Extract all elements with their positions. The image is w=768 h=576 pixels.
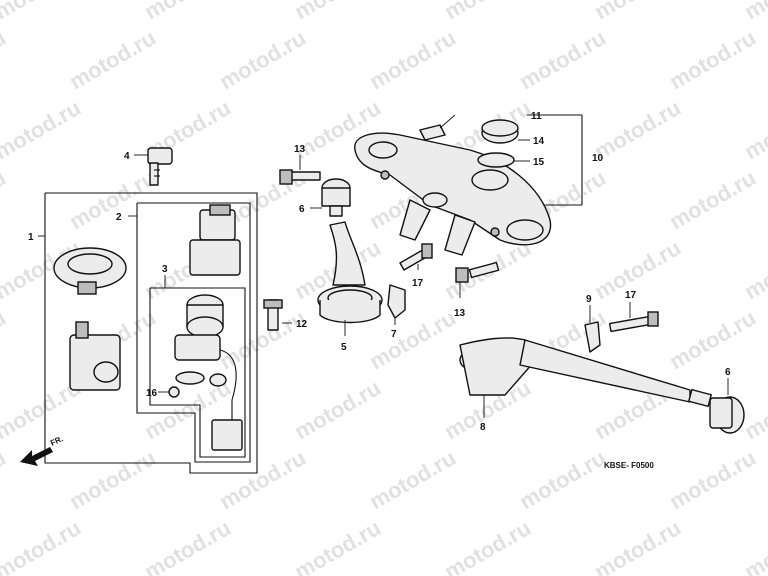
lock-cylinder — [174, 294, 243, 451]
callout-6-upper: 6 — [299, 204, 305, 215]
watermark-text: motod.ru — [590, 0, 685, 24]
watermark-text: motod.ru — [0, 515, 85, 576]
washer-15 — [477, 152, 515, 168]
assembly-box-2 — [136, 202, 251, 463]
watermark-text: motod.ru — [665, 165, 760, 234]
watermark-text: motod.ru — [590, 235, 685, 304]
assembly-box-1 — [44, 192, 258, 474]
callout-16: 16 — [146, 388, 158, 399]
bracket-9 — [584, 321, 601, 353]
callout-8: 8 — [480, 422, 486, 433]
top-bridge — [354, 132, 552, 256]
watermark-text: motod.ru — [0, 0, 85, 24]
watermark-text: motod.ru — [365, 25, 460, 94]
callout-10: 10 — [592, 153, 604, 164]
bolt-16 — [168, 386, 180, 398]
assembly-box-3 — [149, 287, 246, 458]
diagram-code: KBSE- F0500 — [604, 461, 654, 470]
callout-6-right: 6 — [725, 367, 731, 378]
watermark-text: motod.ru — [290, 515, 385, 576]
watermark-text: motod.ru — [65, 445, 160, 514]
bolt-13-lower — [455, 261, 500, 283]
watermark-text: motod.ru — [590, 95, 685, 164]
callout-3: 3 — [162, 264, 168, 275]
left-handlebar — [317, 221, 383, 324]
watermark-text: motod.ru — [215, 25, 310, 94]
watermark-text: motod.ru — [0, 25, 10, 94]
watermark-text: motod.ru — [65, 165, 160, 234]
callout-15: 15 — [533, 157, 545, 168]
ignition-switch — [189, 204, 241, 276]
right-handlebar — [459, 337, 691, 403]
watermark-text: motod.ru — [665, 445, 760, 514]
watermark-text: motod.ru — [0, 165, 10, 234]
callout-17-right: 17 — [625, 290, 637, 301]
bar-end-upper — [321, 178, 351, 217]
callout-7: 7 — [391, 329, 397, 340]
callout-13-lower: 13 — [454, 308, 466, 319]
watermark-text: motod.ru — [290, 0, 385, 24]
callout-12: 12 — [296, 319, 308, 330]
bolt-12 — [263, 299, 283, 331]
seat-lock — [69, 321, 121, 391]
bar-end-right — [688, 388, 745, 434]
direction-label: FR. — [49, 434, 64, 448]
callout-1: 1 — [28, 232, 34, 243]
callout-5: 5 — [341, 342, 347, 353]
callout-13-upper: 13 — [294, 144, 306, 155]
watermark-text: motod.ru — [515, 25, 610, 94]
direction-arrow-icon: FR. — [20, 434, 65, 466]
watermark-text: motod.ru — [215, 305, 310, 374]
callout-9: 9 — [586, 294, 592, 305]
cap-14 — [481, 119, 519, 144]
watermark-text: motod.ru — [740, 235, 768, 304]
watermark-text: motod.ru — [140, 0, 235, 24]
watermark-text: motod.ru — [515, 445, 610, 514]
bolt-13-upper — [279, 169, 321, 185]
leader-11b — [439, 114, 456, 129]
watermark-text: motod.ru — [740, 95, 768, 164]
bolt-17-right — [608, 311, 659, 333]
watermark-text: motod.ru — [365, 445, 460, 514]
watermark-text: motod.ru — [665, 25, 760, 94]
key-icon — [147, 147, 173, 186]
watermark-text: motod.ru — [290, 375, 385, 444]
watermark-text: motod.ru — [740, 0, 768, 24]
watermark-text: motod.ru — [215, 445, 310, 514]
plate-11 — [419, 124, 446, 141]
watermark-text: motod.ru — [740, 515, 768, 576]
watermark-text: motod.ru — [740, 375, 768, 444]
callout-14: 14 — [533, 136, 545, 147]
bracket-7 — [387, 284, 406, 319]
watermark-text: motod.ru — [65, 25, 160, 94]
watermark-text: motod.ru — [590, 515, 685, 576]
fuel-cap — [53, 247, 127, 295]
callout-17-upper: 17 — [412, 278, 424, 289]
callout-11: 11 — [531, 111, 542, 122]
callout-4: 4 — [124, 151, 130, 162]
callout-2: 2 — [116, 212, 122, 223]
bolt-17-upper — [399, 243, 433, 271]
watermark-text: motod.ru — [0, 305, 10, 374]
watermark-text: motod.ru — [0, 445, 10, 514]
watermark-text: motod.ru — [440, 0, 535, 24]
watermark-text: motod.ru — [0, 95, 85, 164]
watermark-text: motod.ru — [665, 305, 760, 374]
watermark-text: motod.ru — [440, 515, 535, 576]
watermark-text: motod.ru — [140, 515, 235, 576]
